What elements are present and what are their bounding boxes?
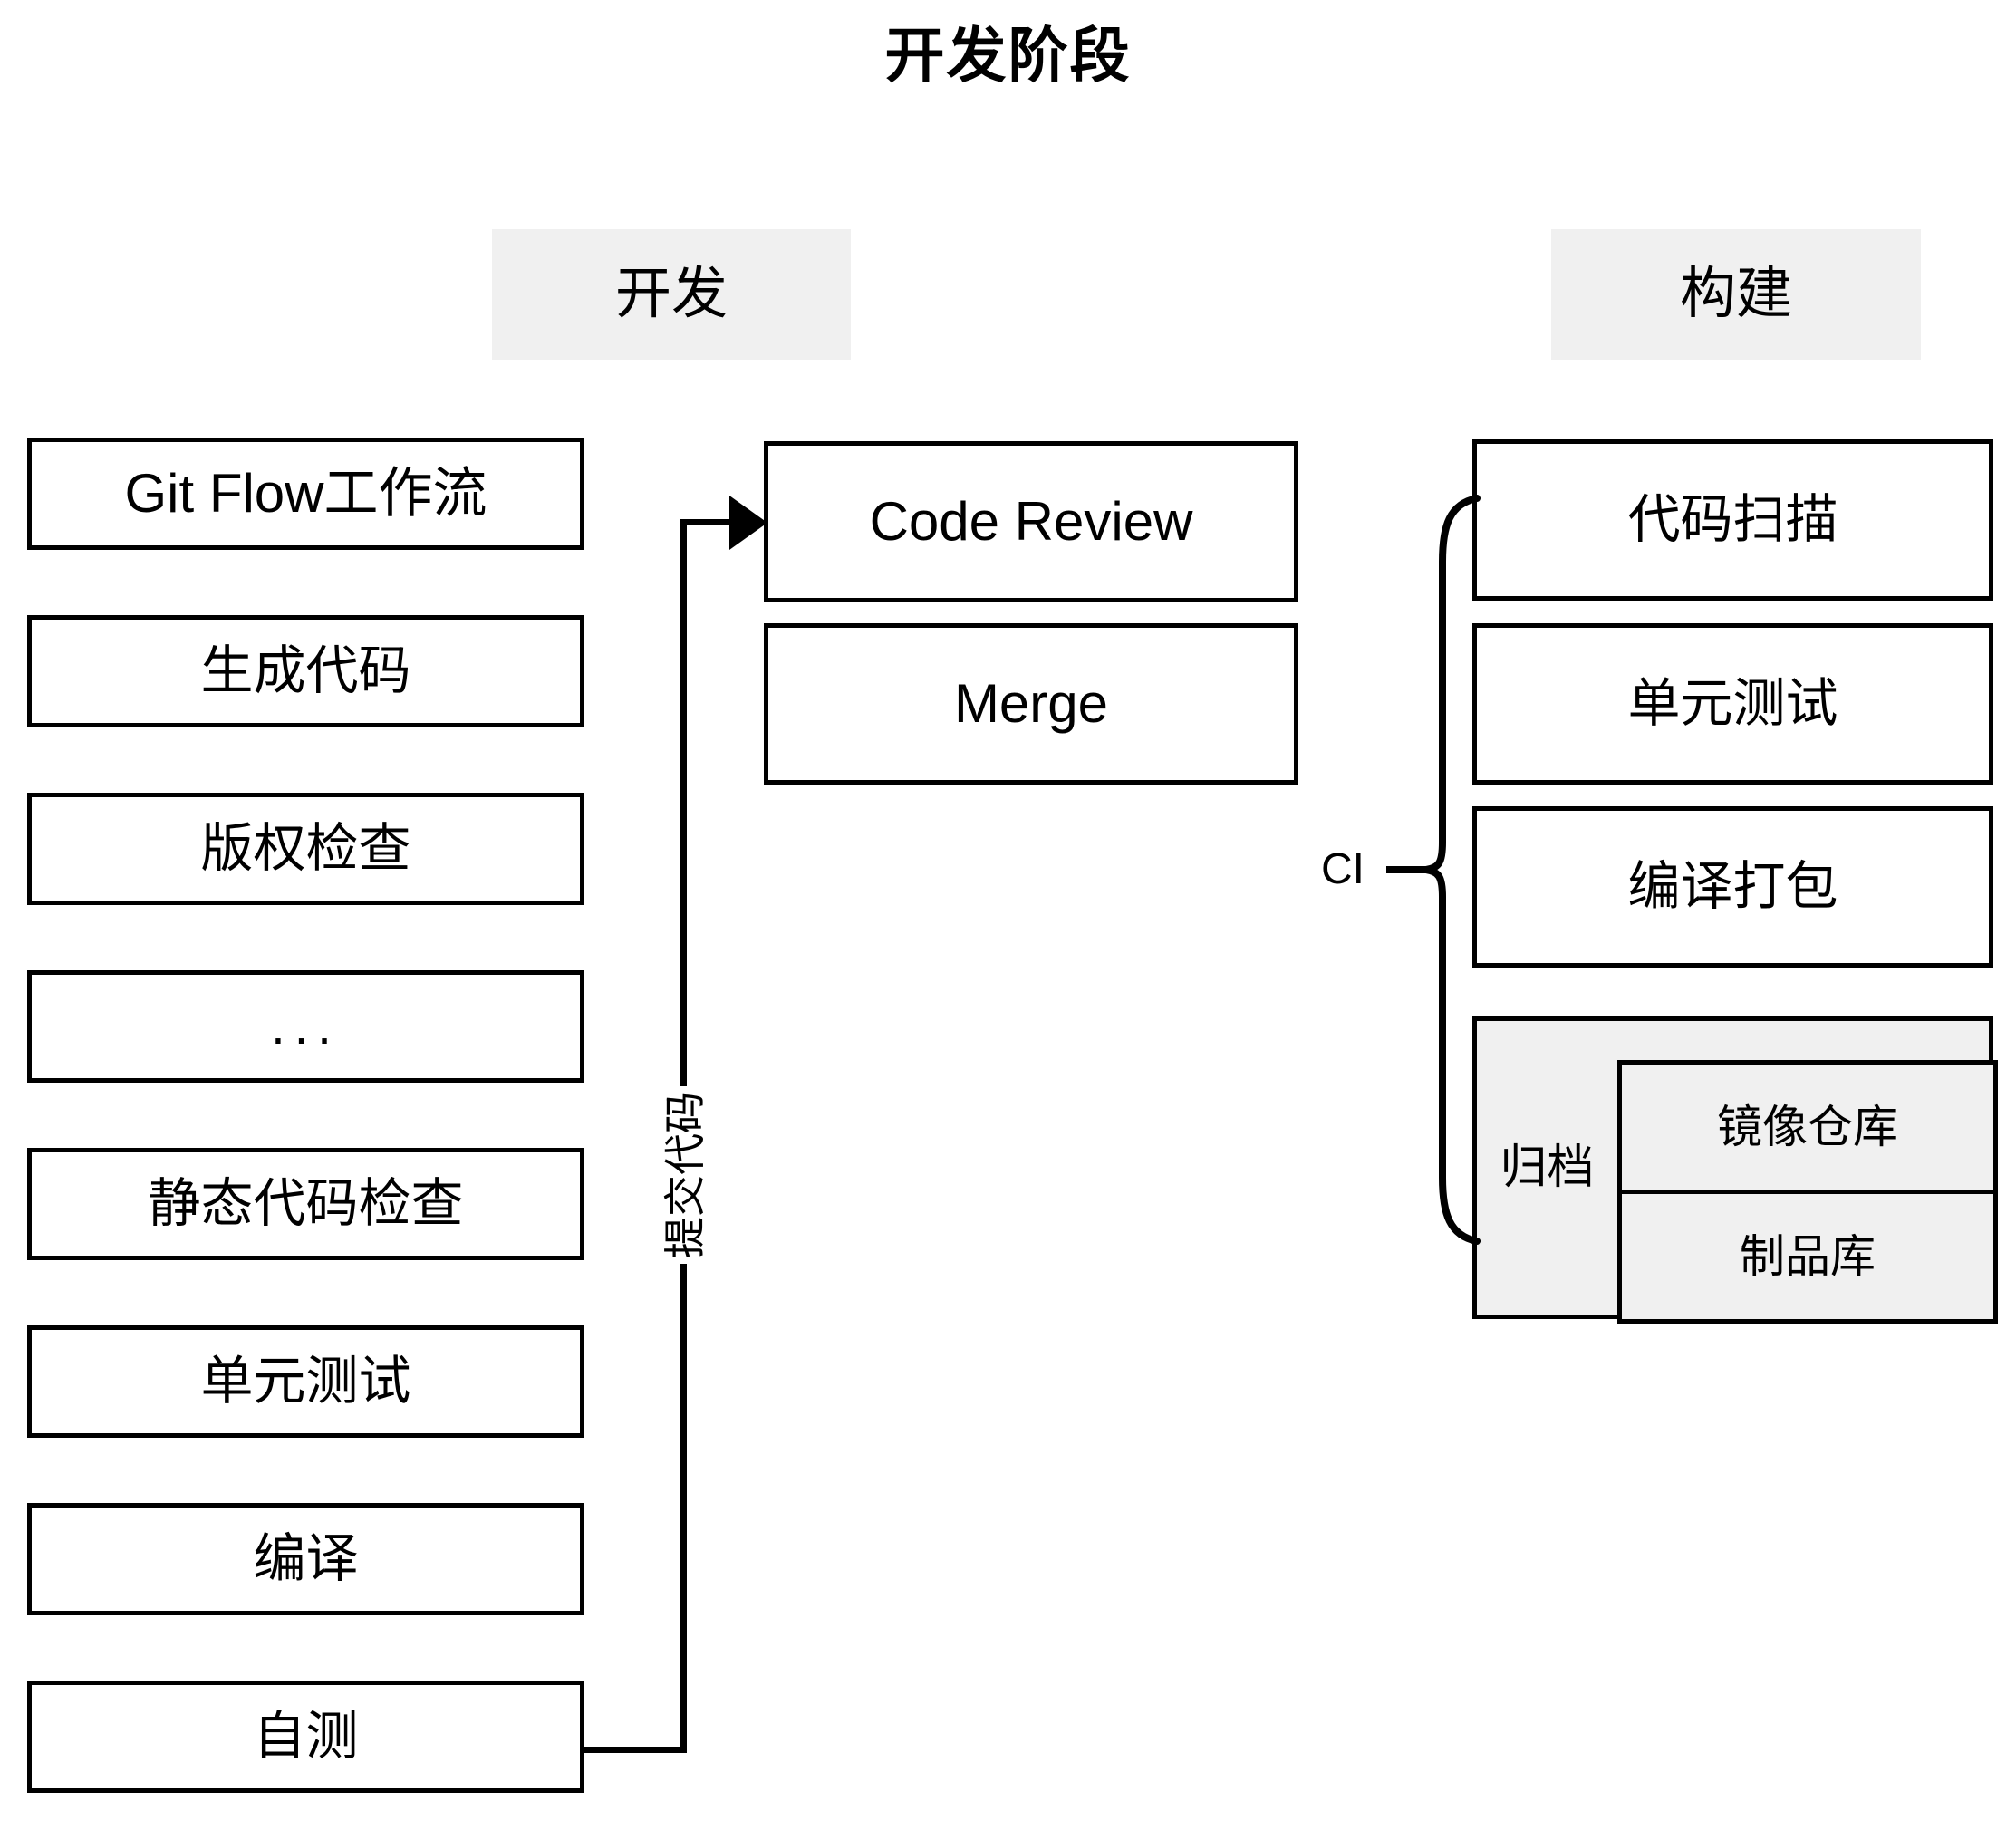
column-header-dev: 开发 — [492, 229, 851, 360]
review-task-label: Code Review — [869, 491, 1193, 552]
dev-task-label: 编译 — [253, 1529, 359, 1588]
dev-task-label: 单元测试 — [200, 1352, 411, 1411]
dev-task-label: 静态代码检查 — [148, 1174, 464, 1233]
dev-task-box-more[interactable]: ... — [27, 970, 584, 1083]
dev-task-box-static-code-check[interactable]: 静态代码检查 — [27, 1148, 584, 1260]
commit-code-connector-segment-horizontal-bottom — [584, 1747, 687, 1753]
build-task-box-unit-test[interactable]: 单元测试 — [1472, 623, 1993, 785]
commit-code-connector-label: 提交代码 — [661, 1086, 709, 1264]
ci-label: CI — [1321, 845, 1365, 893]
dev-task-box-compile[interactable]: 编译 — [27, 1503, 584, 1615]
dev-task-label: 自测 — [253, 1707, 359, 1766]
review-task-box-code-review[interactable]: Code Review — [764, 441, 1298, 602]
review-task-label: Merge — [953, 673, 1109, 734]
dev-task-box-copyright-check[interactable]: 版权检查 — [27, 793, 584, 905]
archive-label: 归档 — [1500, 1142, 1595, 1194]
archive-target-label: 制品库 — [1740, 1231, 1876, 1282]
build-task-box-code-scan[interactable]: 代码扫描 — [1472, 439, 1993, 601]
column-header-build: 构建 — [1551, 229, 1921, 360]
dev-task-label: ... — [271, 997, 341, 1055]
review-task-box-merge[interactable]: Merge — [764, 623, 1298, 785]
build-task-label: 单元测试 — [1627, 674, 1838, 733]
dev-task-box-unit-test[interactable]: 单元测试 — [27, 1325, 584, 1438]
ci-brace-icon — [1386, 495, 1481, 1245]
dev-task-label: Git Flow工作流 — [124, 463, 487, 524]
dev-task-box-self-test[interactable]: 自测 — [27, 1681, 584, 1793]
build-task-label: 编译打包 — [1627, 857, 1838, 916]
column-header-build-label: 构建 — [1679, 263, 1792, 325]
archive-target-image-registry[interactable]: 镜像仓库 — [1617, 1060, 1998, 1194]
archive-target-artifact-repository[interactable]: 制品库 — [1617, 1190, 1998, 1324]
archive-box[interactable]: 归档 镜像仓库 制品库 — [1472, 1016, 1998, 1324]
page-title: 开发阶段 — [884, 22, 1132, 89]
dev-task-box-generate-code[interactable]: 生成代码 — [27, 615, 584, 727]
build-task-label: 代码扫描 — [1627, 490, 1838, 549]
archive-target-label: 镜像仓库 — [1717, 1102, 1898, 1152]
dev-task-box-git-flow[interactable]: Git Flow工作流 — [27, 438, 584, 550]
dev-task-label: 版权检查 — [200, 819, 411, 878]
commit-code-connector-segment-horizontal-top — [680, 519, 742, 525]
dev-task-label: 生成代码 — [200, 641, 411, 700]
column-header-dev-label: 开发 — [614, 263, 728, 325]
commit-code-arrowhead-icon — [729, 496, 767, 550]
build-task-box-compile-package[interactable]: 编译打包 — [1472, 806, 1993, 968]
